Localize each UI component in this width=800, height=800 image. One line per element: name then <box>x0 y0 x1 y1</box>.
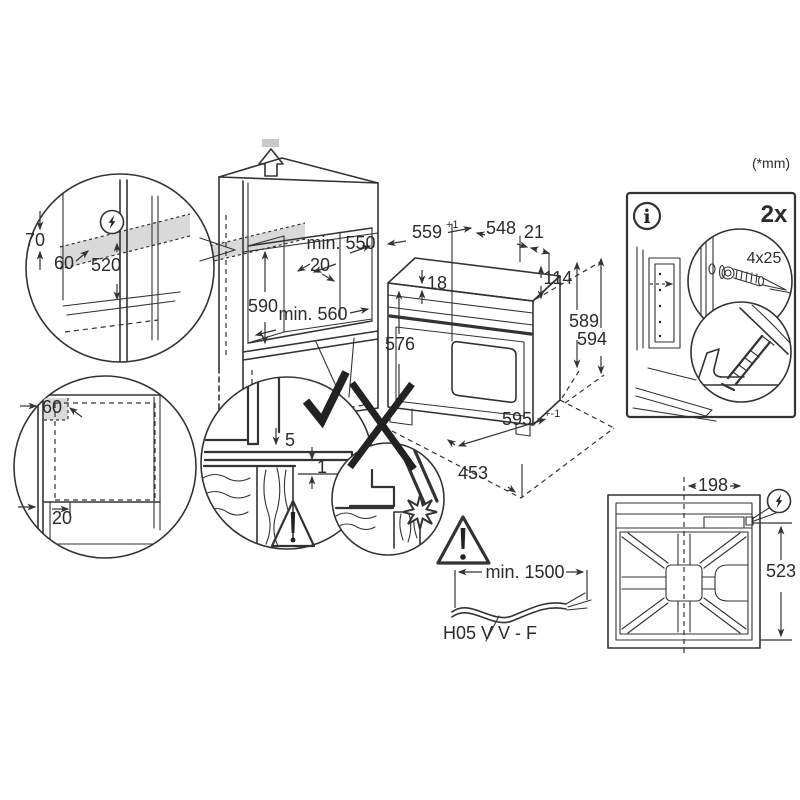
detail-shelf-dimensions: 5 1 <box>272 428 327 489</box>
fixing-instruction-box: 4x25 i 2x <box>625 191 797 422</box>
callout-wedge-power <box>751 507 777 522</box>
dim-rear-height: 523 <box>766 561 796 581</box>
dim-oven-front-width-tolerance: +-1 <box>544 408 560 420</box>
cable-type-label: H05 V V - F <box>443 623 537 643</box>
power-cable-section: min. 1500 H05 V V - F <box>436 515 592 643</box>
cable-dimension: min. 1500 <box>454 562 588 608</box>
screw-thread <box>733 268 761 287</box>
wood-grain <box>335 512 377 531</box>
oven-outline <box>387 223 561 437</box>
terminal-cover <box>703 516 745 529</box>
dim-back-gap: 20 <box>310 255 330 275</box>
cross-icon <box>347 380 417 472</box>
detail-electrical-dimensions: 70 60 520 <box>25 211 121 301</box>
dim-zone-height: 70 <box>25 230 45 250</box>
oven-drawing: 559 +1 548 21 18 114 589 594 576 595 +-1… <box>385 218 615 499</box>
dim-oven-height-front: 594 <box>577 329 607 349</box>
oven-dimensions: 559 +1 548 21 18 114 589 594 576 595 +-1… <box>385 218 607 493</box>
detail-electrical-content <box>59 179 191 362</box>
dim-oven-width-tolerance: +1 <box>446 219 459 231</box>
rear-dimensions: 198 523 <box>687 475 796 641</box>
dim-oven-depth-body: 548 <box>486 218 516 238</box>
detail-front-cutout: 60 20 <box>13 375 197 559</box>
callout-wedge-electrical <box>199 237 236 262</box>
info-icon-glyph: i <box>643 206 650 228</box>
dim-zone-from-floor: 520 <box>91 255 121 275</box>
dim-niche-height: 590 <box>248 296 278 316</box>
screw-thread <box>732 335 775 379</box>
dim-terminal-offset: 198 <box>698 475 728 495</box>
dim-oven-front-width: 595 <box>502 409 532 429</box>
detail-electrical-connection: 70 60 520 <box>25 173 215 363</box>
detail-circle <box>13 375 197 559</box>
dim-oven-height-side: 576 <box>385 334 415 354</box>
dim-oven-depth-open: 453 <box>458 463 488 483</box>
screw-detail-magnifier: 4x25 <box>687 228 793 334</box>
detail-wrong-install <box>331 380 445 556</box>
dim-oven-height-rear: 589 <box>569 311 599 331</box>
dim-strip-width: 60 <box>42 397 62 417</box>
dim-oven-width: 559 <box>412 222 442 242</box>
cabinet-column-drawing: min. 550 20 590 min. 560 <box>209 139 379 431</box>
cable-drawing <box>451 592 592 642</box>
dim-niche-depth: min. 550 <box>306 233 375 253</box>
starburst-damage-icon <box>402 494 438 530</box>
screw-size-label: 4x25 <box>747 250 782 267</box>
dim-oven-top-inset: 18 <box>427 273 447 293</box>
dim-oven-door-depth: 21 <box>524 222 544 242</box>
unload-up-arrow-icon <box>258 148 284 177</box>
screw-quantity-label: 2x <box>761 201 788 228</box>
dim-cable-length: min. 1500 <box>485 562 564 582</box>
cabinet-dimensions: min. 550 20 590 min. 560 <box>248 233 376 345</box>
oven-base-plane <box>391 260 615 499</box>
rear-view-drawing: 198 523 <box>607 475 796 655</box>
dim-plinth-recess: 20 <box>52 508 72 528</box>
electrical-zone-band <box>210 223 305 262</box>
detail-front-content <box>37 387 163 549</box>
checkmark-icon <box>302 370 350 429</box>
dim-overhang: 5 <box>285 430 295 450</box>
info-icon <box>632 201 662 231</box>
warning-triangle-icon <box>436 515 491 565</box>
screw-driving-magnifier <box>690 301 792 403</box>
dim-clearance: 1 <box>317 457 327 477</box>
dim-zone-depth: 60 <box>54 253 74 273</box>
detail-front-dimensions: 60 20 <box>18 397 83 528</box>
oven-open-door-sketch <box>632 246 717 422</box>
detail-circle <box>331 442 445 556</box>
dim-oven-panel-height: 114 <box>544 268 573 288</box>
terminal-screw <box>745 516 754 526</box>
oven-door-window <box>451 340 517 404</box>
warning-triangle-icon <box>270 499 316 548</box>
print-artifact-block <box>262 139 279 147</box>
dim-niche-width: min. 560 <box>278 304 347 324</box>
units-note: (*mm) <box>752 155 790 171</box>
